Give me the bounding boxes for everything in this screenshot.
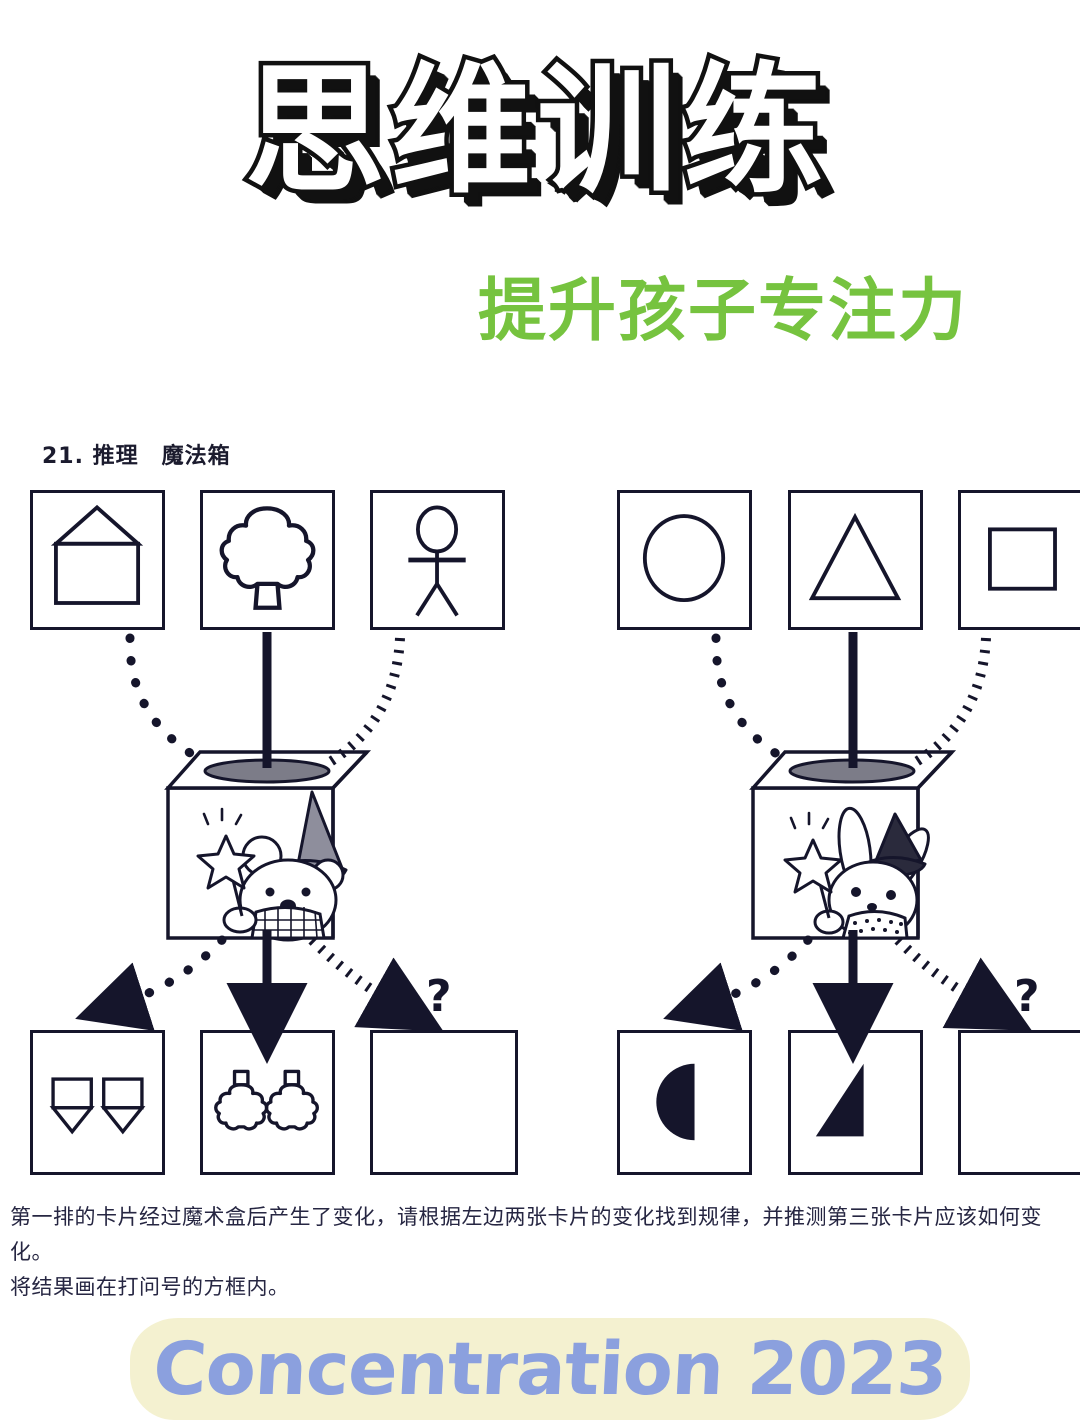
- triangle-icon: [808, 512, 902, 601]
- exercise-title: 21. 推理 魔法箱: [42, 444, 231, 469]
- square-icon: [988, 527, 1057, 591]
- card-result-inverted-trees: [200, 1030, 335, 1175]
- card-result-inverted-houses: [30, 1030, 165, 1175]
- magic-box-bear: [160, 740, 375, 945]
- empty-answer-icon: [961, 1033, 1080, 1172]
- instruction-line-1: 第一排的卡片经过魔术盒后产生了变化，请根据左边两张卡片的变化找到规律，并推测第三…: [10, 1205, 1042, 1264]
- card-square: [958, 490, 1080, 630]
- magic-box-rabbit: [745, 740, 960, 945]
- dotted-arrow-out-left: [75, 935, 227, 1031]
- question-mark-left: ?: [426, 971, 452, 1022]
- worksheet-area: 21. 推理 魔法箱: [0, 410, 1080, 1299]
- footer-banner-text: Concentration 2023: [151, 1326, 949, 1412]
- magic-box-rabbit-icon: [749, 750, 957, 940]
- instruction-line-2: 将结果画在打问号的方框内。: [10, 1275, 290, 1299]
- half-filled-circle-icon: [656, 1063, 695, 1141]
- card-triangle: [788, 490, 923, 630]
- dashed-arrow-out-right: [894, 936, 1032, 1031]
- instruction-text: 第一排的卡片经过魔术盒后产生了变化，请根据左边两张卡片的变化找到规律，并推测第三…: [10, 1200, 1070, 1305]
- card-answer-right[interactable]: [958, 1030, 1080, 1175]
- circle-icon: [642, 514, 726, 603]
- dashed-arrow-out-left: [308, 936, 444, 1032]
- card-tree: [200, 490, 335, 630]
- page-subtitle: 提升孩子专注力: [478, 272, 969, 351]
- two-inverted-houses-icon: [49, 1077, 146, 1135]
- two-inverted-trees-icon: [214, 1069, 319, 1131]
- page-title: 思维训练: [240, 50, 830, 213]
- magic-box-bear-icon: [164, 750, 372, 942]
- card-circle: [617, 490, 752, 630]
- dotted-arrow-out-right: [663, 935, 813, 1031]
- empty-answer-icon: [373, 1033, 515, 1172]
- card-result-half-triangle: [788, 1030, 923, 1175]
- question-mark-right: ?: [1014, 971, 1040, 1022]
- card-answer-left[interactable]: [370, 1030, 518, 1175]
- card-stick-figure: [370, 490, 505, 630]
- footer-banner: Concentration 2023: [130, 1318, 970, 1420]
- stick-figure-icon: [408, 505, 466, 617]
- card-result-half-circle: [617, 1030, 752, 1175]
- title-block: 思维训练 提升孩子专注力: [0, 0, 1080, 400]
- tree-icon: [219, 506, 316, 610]
- card-house: [30, 490, 165, 630]
- house-icon: [50, 504, 144, 605]
- half-filled-triangle-icon: [815, 1063, 864, 1137]
